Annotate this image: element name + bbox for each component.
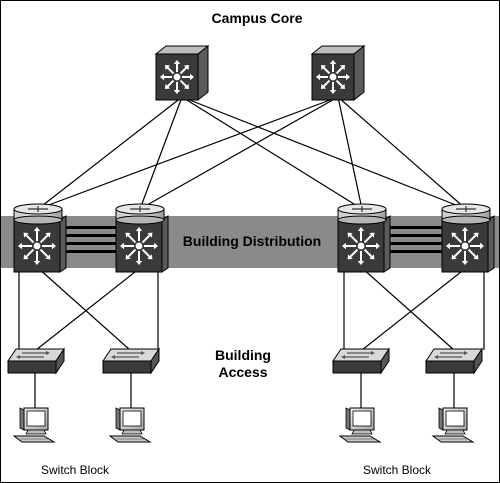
workgroup-switch-icon xyxy=(332,347,390,375)
workstation-icon xyxy=(108,407,152,443)
multilayer-switch-icon xyxy=(310,44,366,102)
access-switch-2 xyxy=(102,347,160,375)
layer3-switch-icon xyxy=(441,203,495,273)
workstation-icon xyxy=(12,407,56,443)
workgroup-switch-icon xyxy=(425,347,483,375)
layer3-switch-icon xyxy=(115,203,169,273)
workstation-4 xyxy=(431,407,475,443)
multilayer-switch-icon xyxy=(154,44,210,102)
workgroup-switch-icon xyxy=(102,347,160,375)
core-distribution-links xyxy=(37,96,467,210)
access-switch-1 xyxy=(7,347,65,375)
core-switch-2 xyxy=(310,44,366,102)
distribution-access-links xyxy=(18,267,485,351)
distribution-switch-4 xyxy=(441,203,495,273)
campus-core-label: Campus Core xyxy=(211,10,302,26)
layer3-switch-icon xyxy=(13,203,67,273)
distribution-trunk-links-right xyxy=(386,226,444,253)
workstation-2 xyxy=(108,407,152,443)
access-workstation-links xyxy=(34,372,455,410)
workstation-icon xyxy=(431,407,475,443)
workgroup-switch-icon xyxy=(7,347,65,375)
building-access-label-line1: Building xyxy=(215,347,271,363)
workstation-icon xyxy=(338,407,382,443)
switch-block-left-label: Switch Block xyxy=(41,463,110,477)
switch-block-right-label: Switch Block xyxy=(363,463,432,477)
core-switch-1 xyxy=(154,44,210,102)
access-switch-4 xyxy=(425,347,483,375)
workstation-3 xyxy=(338,407,382,443)
distribution-switch-2 xyxy=(115,203,169,273)
distribution-switch-1 xyxy=(13,203,67,273)
layer3-switch-icon xyxy=(337,203,391,273)
distribution-trunk-links-left xyxy=(62,226,120,253)
building-access-label-line2: Access xyxy=(218,364,267,380)
workstation-1 xyxy=(12,407,56,443)
access-switch-3 xyxy=(332,347,390,375)
building-distribution-label: Building Distribution xyxy=(183,233,321,249)
distribution-switch-3 xyxy=(337,203,391,273)
